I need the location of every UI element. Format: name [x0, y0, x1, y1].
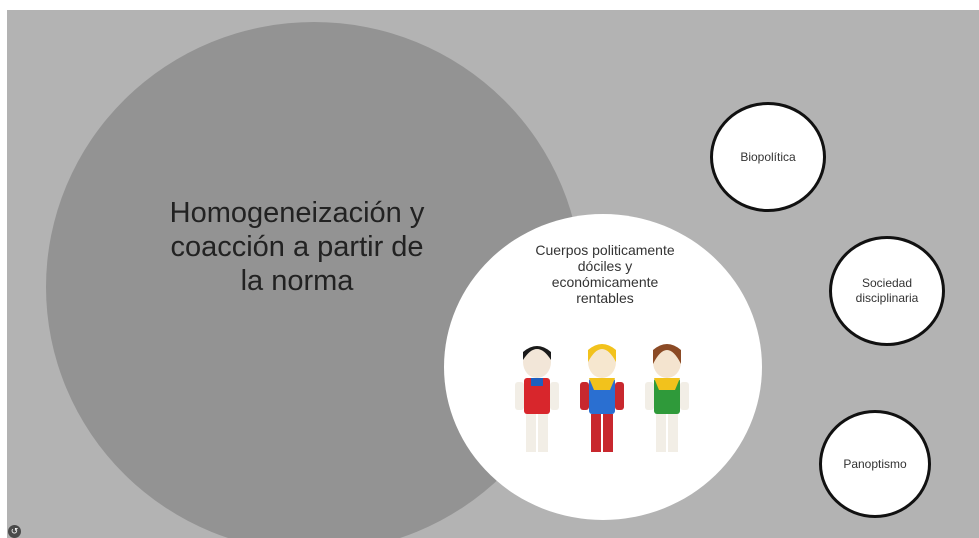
- center-topic-text: Cuerpos politicamente dóciles y económic…: [535, 242, 675, 306]
- topic-label-panoptismo: Panoptismo: [843, 456, 907, 471]
- toy-figure-red: [515, 346, 559, 452]
- toy-figure-green: [645, 344, 689, 452]
- topic-circle-sociedad-disciplinaria[interactable]: Sociedad disciplinaria: [829, 236, 945, 346]
- back-arrow-icon[interactable]: ↺: [8, 525, 21, 538]
- presentation-canvas: Homogeneización y coacción a partir de l…: [7, 10, 979, 538]
- topic-label-sociedad-disciplinaria: Sociedad disciplinaria: [855, 276, 919, 305]
- topic-label-biopolitica: Biopolítica: [740, 149, 796, 164]
- topic-circle-panoptismo[interactable]: Panoptismo: [819, 410, 931, 518]
- toy-figures-image: [497, 340, 712, 460]
- topic-circle-biopolitica[interactable]: Biopolítica: [710, 102, 826, 212]
- toy-figure-blue: [580, 344, 624, 452]
- main-topic-title: Homogeneización y coacción a partir de l…: [169, 197, 425, 297]
